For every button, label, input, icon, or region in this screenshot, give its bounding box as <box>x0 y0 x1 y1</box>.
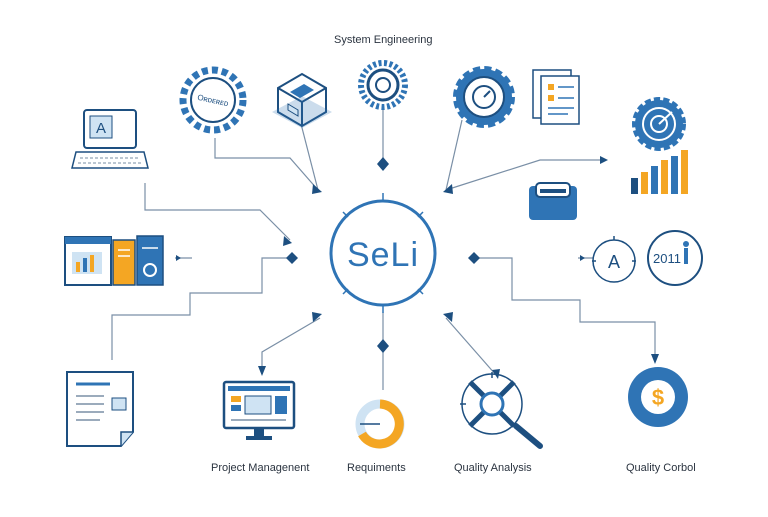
marker-arrow <box>580 255 585 261</box>
hub-tick <box>342 211 349 218</box>
marker-diamond <box>377 157 389 171</box>
hub: SeLi <box>329 193 437 313</box>
marker-arrow <box>600 156 608 164</box>
project-management-label: Project Managenent <box>211 462 310 474</box>
hub-tick <box>342 288 349 295</box>
target-gear-icon <box>632 97 686 151</box>
quality-control-label: Quality Corbol <box>626 462 696 474</box>
marker-diamond <box>286 252 298 264</box>
hub-tick <box>417 288 424 295</box>
year-badge-text: 2011 <box>653 251 681 266</box>
marker-arrow <box>651 354 659 364</box>
requirements-label: Requiments <box>347 462 406 474</box>
connector-hub-to-qa <box>445 317 497 376</box>
connector-laptop-to-hub <box>144 183 291 241</box>
connectors <box>111 110 656 390</box>
connector-box-to-hub <box>299 119 319 191</box>
title-label: System Engineering <box>334 34 433 46</box>
marker-arrow <box>312 184 322 194</box>
magnifier-tools-icon <box>460 372 543 449</box>
connector-left-hub <box>111 257 292 360</box>
marker-arrow <box>176 255 181 261</box>
briefcase-icon <box>529 182 577 220</box>
connector-hub-to-chart <box>445 159 605 191</box>
connector-hub-to-computer <box>261 317 321 372</box>
connector-hub-right <box>474 257 656 360</box>
connector-gear-to-hub <box>214 138 319 191</box>
marker-arrow <box>443 184 453 194</box>
marker-arrow <box>443 312 453 322</box>
documents-icon <box>532 69 580 125</box>
laptop-glyph: A <box>96 120 106 137</box>
bar-chart-icon <box>631 150 688 194</box>
sun-cog-icon <box>358 60 408 110</box>
stopwatch-gear-icon <box>453 66 515 128</box>
donut-chart-icon <box>355 399 405 449</box>
marker-diamond <box>377 339 389 353</box>
monitor-icon <box>222 380 296 440</box>
hub-circle <box>329 199 437 307</box>
laptop-icon: A <box>71 109 149 169</box>
document-icon <box>66 371 134 447</box>
cube-icon <box>272 72 332 128</box>
coin-glyph: $ <box>652 385 664 410</box>
files-cluster-icon <box>64 235 164 286</box>
hub-text: SeLi <box>347 236 419 274</box>
marker-arrow <box>258 366 266 376</box>
compass-glyph: A <box>608 252 620 272</box>
quality-analysis-label: Quality Analysis <box>454 462 532 474</box>
connector-markers <box>176 156 659 379</box>
year-badge-icon: 2011 <box>647 230 703 286</box>
marker-arrow <box>312 312 322 322</box>
coin-icon: $ <box>628 367 688 427</box>
hub-tick <box>417 211 424 218</box>
compass-icon: A <box>592 236 636 283</box>
connector-gauge-to-hub <box>445 119 463 191</box>
marker-arrow <box>283 236 292 246</box>
gear-icon: Oʀᴅᴇʀᴇᴅ <box>179 66 247 134</box>
marker-diamond <box>468 252 480 264</box>
